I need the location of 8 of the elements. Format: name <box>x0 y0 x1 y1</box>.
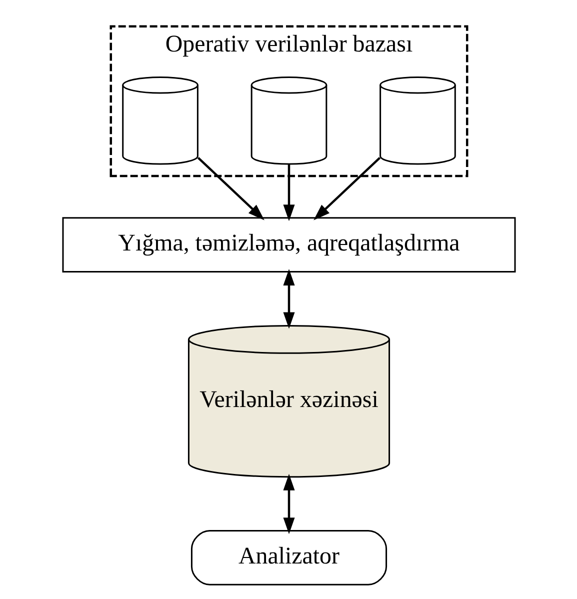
arrow <box>282 474 294 534</box>
arrow <box>196 157 264 220</box>
node-box: Yığma, təmizləmə, aqreqatlaşdırma <box>62 217 516 273</box>
arrow <box>282 269 294 329</box>
arrow <box>282 164 294 222</box>
cluster: Operativ verilənlər bazası <box>109 25 468 178</box>
node-box: Analizator <box>190 530 387 586</box>
arrow <box>313 157 380 220</box>
